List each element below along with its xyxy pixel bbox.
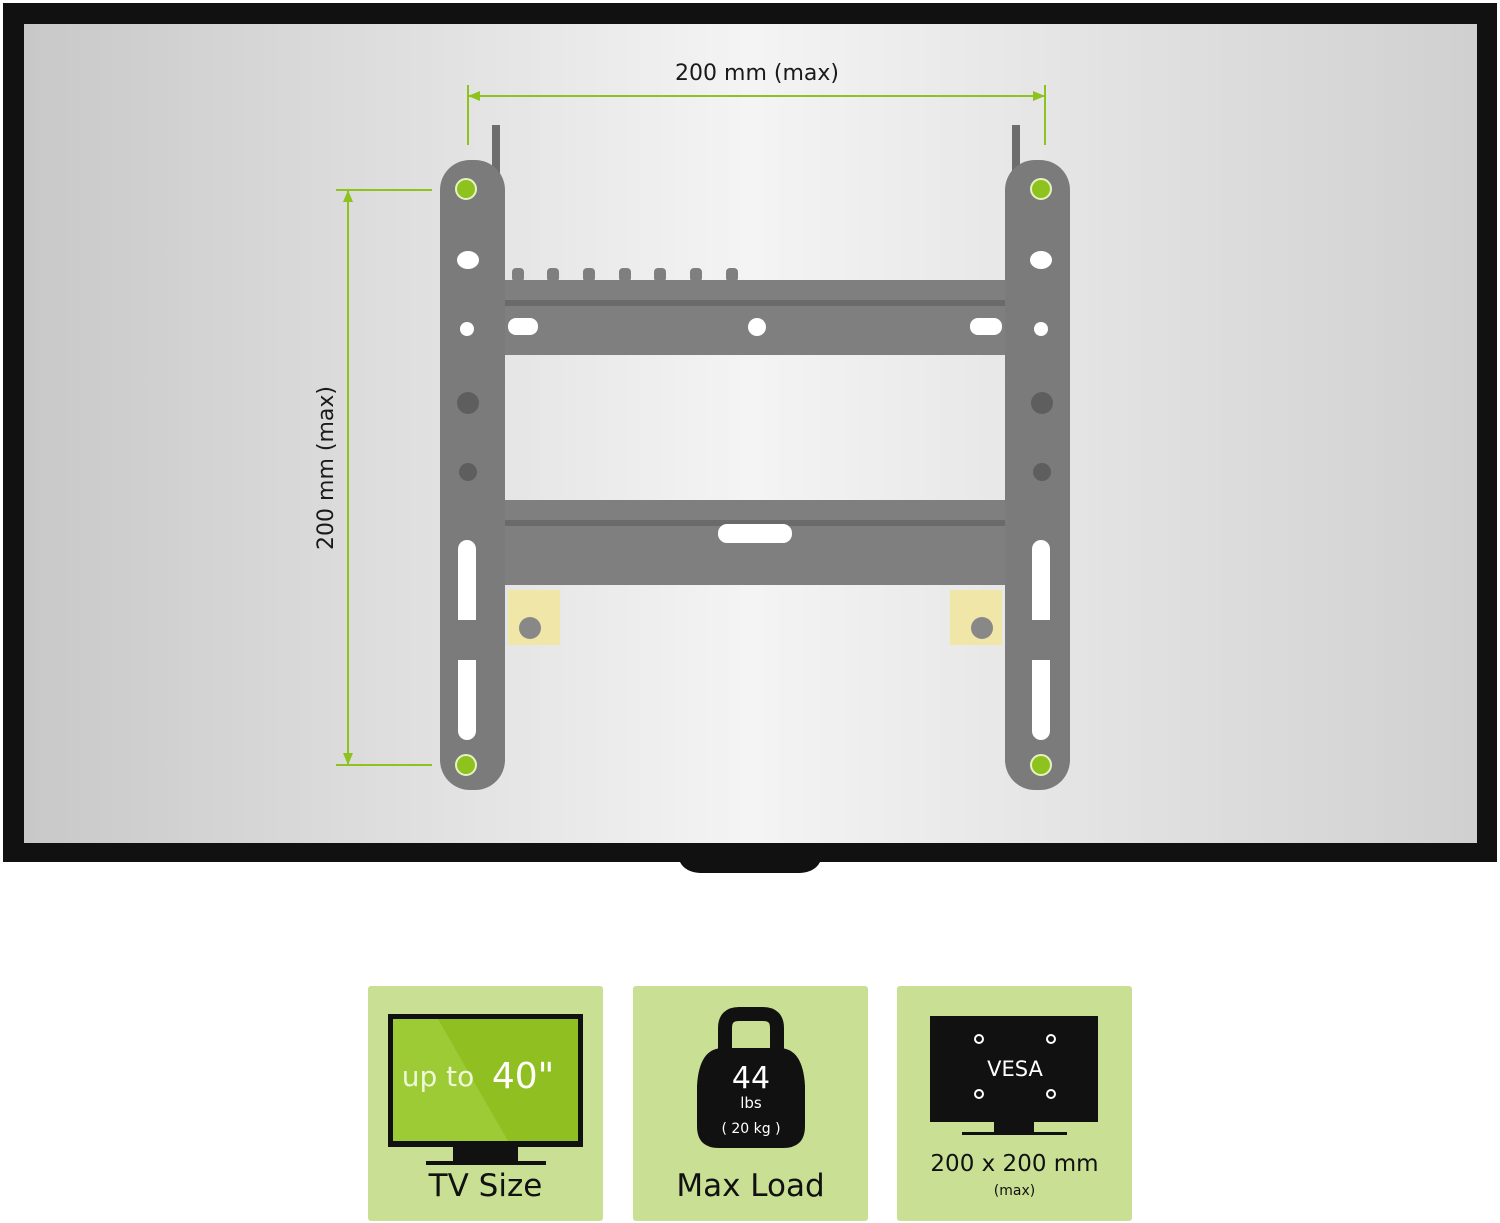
tv-icon: up to 40" [388,1014,583,1165]
vesa-hole-markers [455,178,1052,776]
tv-frame [3,3,1497,873]
bracket-top-bar [500,280,1010,355]
height-label: 200 mm (max) [314,386,339,550]
vesa-max-label: (max) [993,1183,1036,1199]
tv-screen-prefix: up to [402,1060,475,1093]
vesa-screen-text: VESA [987,1057,1043,1081]
vesa-size-label: 200 x 200 mm [930,1151,1099,1177]
tv-size-label: TV Size [428,1168,543,1204]
width-label: 200 mm (max) [675,61,839,86]
vesa-icon: VESA [930,1016,1098,1135]
spacer-block-left [508,590,560,645]
load-unit: lbs [740,1094,762,1112]
max-load-label: Max Load [676,1168,825,1204]
tv-size-badge: up to 40" TV Size [368,986,603,1221]
width-dimension [467,85,1046,145]
height-dimension [336,189,432,766]
max-load-badge: 44 lbs ( 20 kg ) Max Load [633,986,868,1221]
load-value: 44 [732,1061,770,1096]
tv-screen-value: 40" [492,1056,554,1097]
tv-mount-diagram: 200 mm (max) 200 mm (max) [3,3,1497,873]
vesa-badge: VESA 200 x 200 mm (max) [897,986,1132,1221]
wall-bracket [440,125,1070,790]
weight-icon: 44 lbs ( 20 kg ) [697,1007,805,1148]
tv-stand-base [680,862,820,873]
load-metric: ( 20 kg ) [721,1121,780,1137]
spacer-block-right [950,590,1002,645]
